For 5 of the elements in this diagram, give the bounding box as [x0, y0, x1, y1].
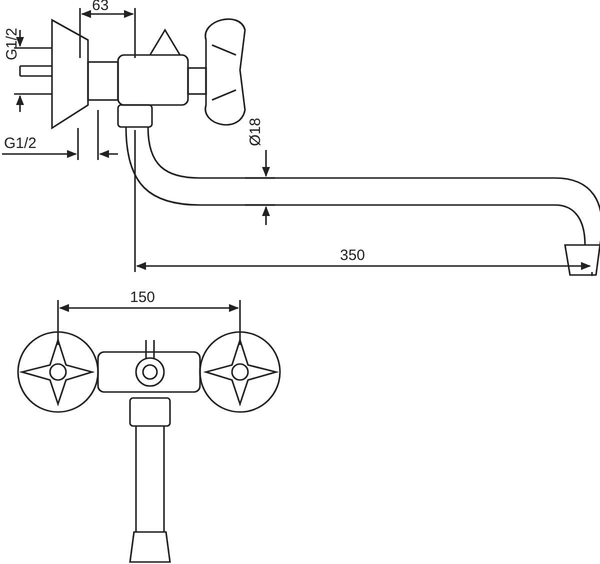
dimension-value: G1/2 — [4, 28, 20, 60]
dimension-value: Ø18 — [248, 118, 264, 146]
dimension-value: 350 — [340, 248, 366, 264]
dimension-value: G1/2 — [4, 136, 37, 152]
dimension-value: 150 — [130, 290, 156, 306]
